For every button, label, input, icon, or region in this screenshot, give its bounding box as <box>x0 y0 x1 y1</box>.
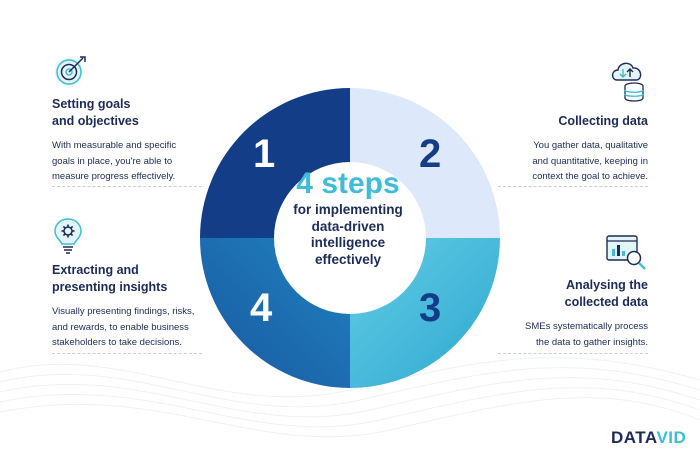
cloud-database-icon <box>611 62 644 102</box>
separator-left-top <box>52 186 202 187</box>
step-4-description: Visually presenting findings, risks, and… <box>52 306 195 348</box>
step-3-title: Analysing the collected data <box>564 278 648 309</box>
segment-3 <box>350 238 500 388</box>
step-1-block: Setting goals and objectives With measur… <box>52 96 232 185</box>
step-3-block: Analysing the collected data SMEs system… <box>468 277 648 350</box>
analytics-magnifier-icon <box>606 235 646 270</box>
separator-right-bottom <box>498 353 648 354</box>
center-label: 4 steps for implementing data-driven int… <box>273 168 423 268</box>
step-4-block: Extracting and presenting insights Visua… <box>52 262 242 351</box>
segment-2 <box>350 88 500 238</box>
step-2-title: Collecting data <box>558 114 648 128</box>
segment-4 <box>200 238 350 388</box>
logo-part-2: VID <box>656 428 687 447</box>
step-1-title: Setting goals and objectives <box>52 97 139 128</box>
step-4-title: Extracting and presenting insights <box>52 263 168 294</box>
segment-1 <box>200 88 350 238</box>
separator-right-top <box>498 186 648 187</box>
step-4-number: 4 <box>250 286 273 330</box>
step-1-description: With measurable and specific goals in pl… <box>52 140 177 182</box>
target-icon <box>55 56 86 86</box>
donut-center <box>274 162 426 314</box>
step-3-description: SMEs systematically process the data to … <box>524 321 648 348</box>
logo-part-1: DATA <box>611 428 657 447</box>
step-1-number: 1 <box>253 132 276 176</box>
step-2-number: 2 <box>419 132 442 176</box>
datavid-logo: DATAVID <box>611 428 686 448</box>
step-3-number: 3 <box>419 286 442 330</box>
step-2-description: You gather data, qualitative and quantit… <box>532 140 648 182</box>
separator-left-bottom <box>52 353 202 354</box>
step-2-block: Collecting data You gather data, qualita… <box>468 113 648 185</box>
center-headline: 4 steps <box>296 167 400 200</box>
lightbulb-gear-icon <box>54 218 82 254</box>
center-subtitle: for implementing data-driven intelligenc… <box>293 202 403 267</box>
